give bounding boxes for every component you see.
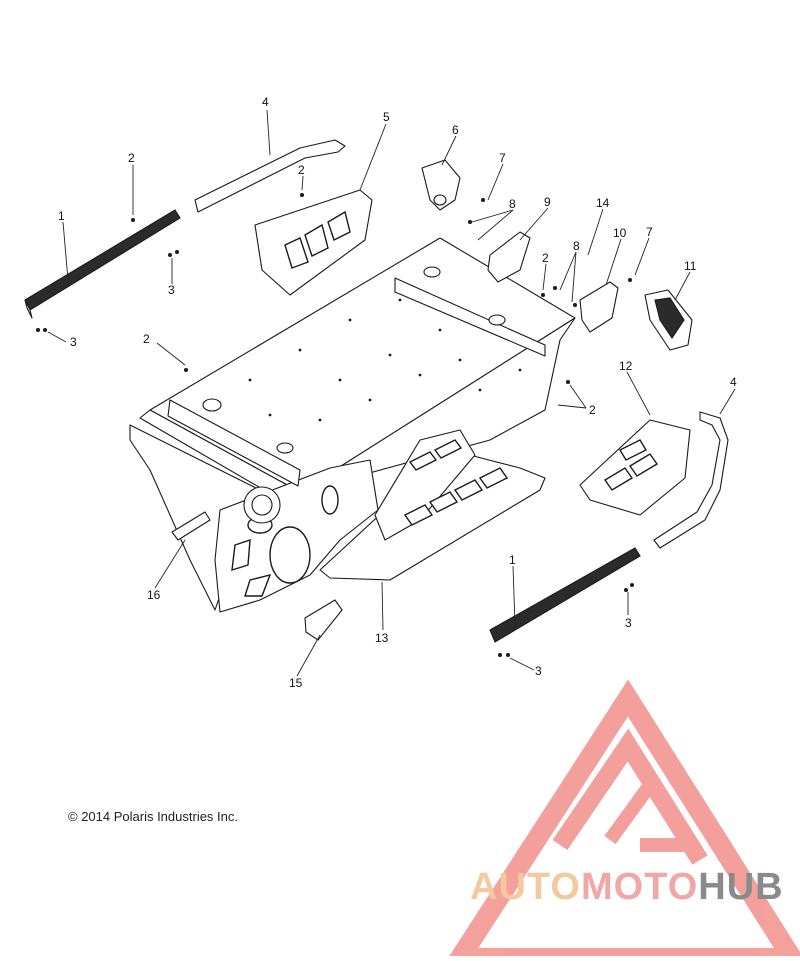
footrest-12-cutout <box>628 453 659 477</box>
callout-1-right: 1 <box>509 553 516 567</box>
left-bumper-bar <box>194 139 346 213</box>
tunnel-part-13 <box>129 237 576 613</box>
callout-15: 15 <box>289 676 303 690</box>
leader-lines <box>47 109 736 677</box>
watermark-part-moto: MOTO <box>580 866 699 908</box>
callout-3-right-top: 3 <box>625 616 632 630</box>
tunnel-post <box>202 398 222 412</box>
right-rail-strip <box>489 547 641 643</box>
right-bumper-bar <box>653 411 729 549</box>
side-panel-cutout <box>244 573 272 597</box>
callout-3-right-bottom: 3 <box>535 664 542 678</box>
tunnel-rivet-holes <box>248 298 522 422</box>
bracket-15-body <box>304 599 343 641</box>
left-rail-end <box>24 299 33 319</box>
tunnel-post <box>423 266 441 278</box>
bumper-part-4-left <box>194 139 346 213</box>
watermark-logo <box>446 679 800 961</box>
bracket-part-15 <box>304 599 343 641</box>
bracket-16-body <box>171 511 211 541</box>
watermark-wordmark: AUTOMOTOHUB <box>470 866 784 909</box>
footrest-12-cutout <box>603 467 634 491</box>
running-board <box>319 429 546 581</box>
bracket-part-16 <box>171 511 211 541</box>
tunnel-post <box>488 314 506 326</box>
bracket-11-shade <box>654 297 685 339</box>
bracket-6-body <box>421 159 461 211</box>
side-panel-cutout <box>231 539 251 571</box>
callout-9: 9 <box>544 195 551 209</box>
callout-13: 13 <box>375 631 389 645</box>
bumper-part-4-right <box>653 411 729 549</box>
callout-2-mid-left: 2 <box>143 332 150 346</box>
copyright-notice: © 2014 Polaris Industries Inc. <box>68 809 238 824</box>
footrest-part-5 <box>254 189 373 296</box>
callout-6: 6 <box>452 123 459 137</box>
bracket-10-body <box>579 281 619 333</box>
bracket-part-10 <box>579 281 619 333</box>
callout-4-left: 4 <box>262 95 269 109</box>
footrest-12-cutout <box>619 439 647 461</box>
callout-11: 11 <box>684 259 697 273</box>
callout-2-top: 2 <box>298 163 305 177</box>
side-panel-cutout-large <box>269 526 311 584</box>
tunnel-post <box>276 442 294 454</box>
callout-12: 12 <box>619 359 633 373</box>
callout-14: 14 <box>596 196 610 210</box>
bracket-9-body <box>487 231 531 283</box>
rail-part-1-left <box>24 209 181 319</box>
footrest-5-cutout <box>304 223 329 257</box>
callout-1-left: 1 <box>58 209 65 223</box>
front-cross-rail <box>167 399 301 487</box>
callout-10: 10 <box>613 226 627 240</box>
footrest-5-cutout <box>327 210 351 241</box>
side-panel-cutout <box>321 485 339 515</box>
bracket-part-11 <box>644 289 693 351</box>
callout-8-upper: 8 <box>509 197 516 211</box>
footrest-cutouts <box>403 439 509 526</box>
rail-part-1-right <box>489 547 641 643</box>
callout-3-left-bottom: 3 <box>70 335 77 349</box>
watermark-part-hub: HUB <box>698 866 784 908</box>
left-rail-strip <box>24 209 181 311</box>
callout-3-left-top: 3 <box>168 283 175 297</box>
logo-inner-g <box>604 772 704 852</box>
fasteners <box>36 193 634 657</box>
callout-2-top-left: 2 <box>128 151 135 165</box>
tunnel-right-wall <box>299 317 576 493</box>
watermark-part-auto: AUTO <box>470 866 581 908</box>
footrest-5-cutout <box>284 237 309 269</box>
callout-8-right: 8 <box>573 239 580 253</box>
callout-labels: 1 1 2 2 2 2 2 3 3 3 3 4 4 5 6 7 7 8 8 9 … <box>58 95 737 690</box>
callout-16: 16 <box>147 588 161 602</box>
bracket-part-6 <box>421 159 461 211</box>
callout-7-right: 7 <box>646 225 653 239</box>
callout-7-upper: 7 <box>499 151 506 165</box>
bracket-6-hole <box>433 194 447 206</box>
footrest-part-12 <box>579 419 691 516</box>
front-hub-inner <box>251 494 273 516</box>
callout-5: 5 <box>383 110 390 124</box>
footrest-bracket <box>374 429 476 541</box>
callout-2-lower-right: 2 <box>589 403 596 417</box>
callout-2-right: 2 <box>542 251 549 265</box>
bracket-part-9 <box>487 231 531 283</box>
callout-4-right: 4 <box>730 375 737 389</box>
